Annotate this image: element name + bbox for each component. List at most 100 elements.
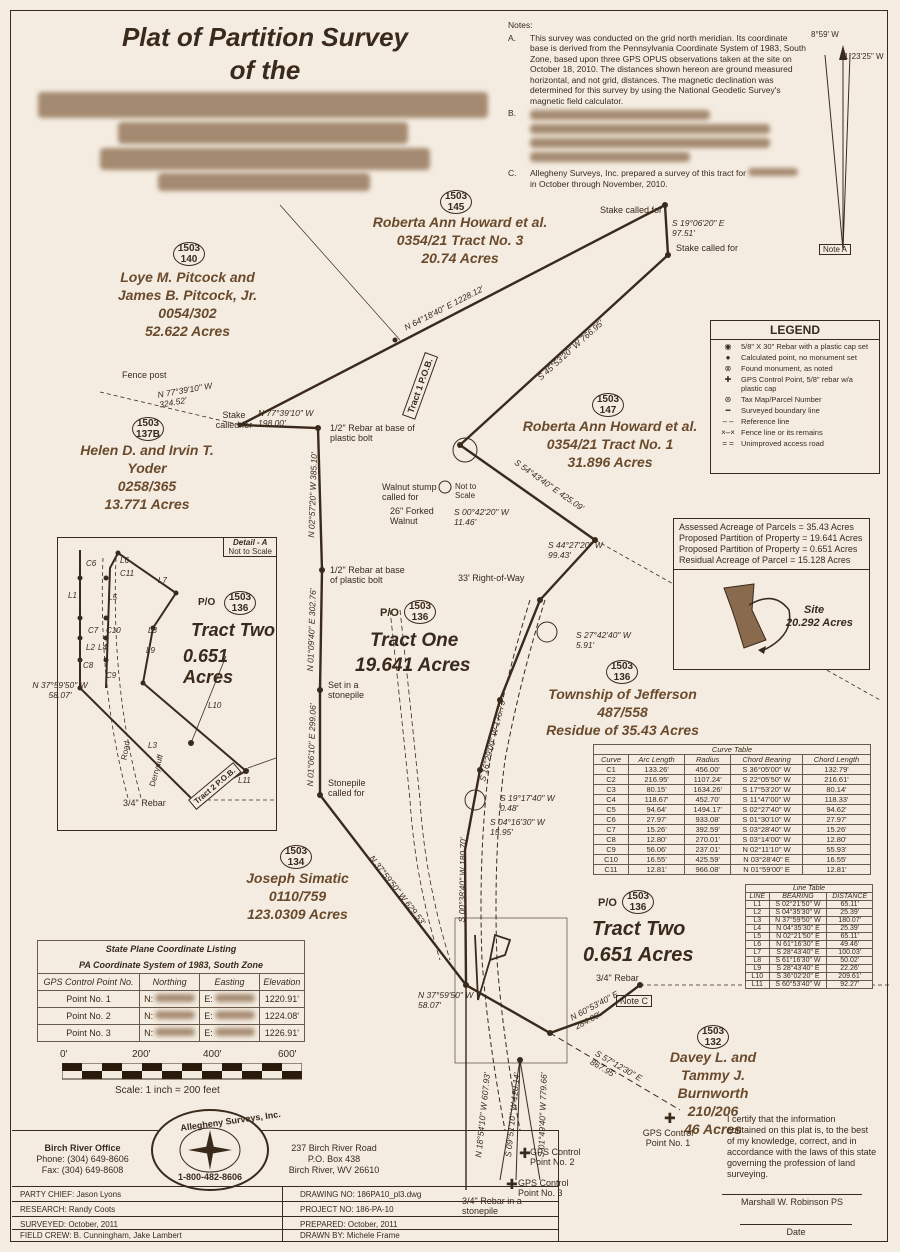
scale-bar-segment: [162, 1071, 182, 1079]
line-table-cell: L1: [745, 900, 770, 909]
curve-table-cell: S 17°53'20" W: [730, 784, 803, 795]
line-table-cell: L9: [745, 964, 770, 973]
spc-table-cell: E:: [199, 990, 260, 1008]
table-header-cell: GPS Control Point No.: [36, 973, 141, 991]
curve-table-cell: 94.64': [628, 804, 686, 815]
spc-table-cell: Point No. 1: [36, 990, 141, 1008]
table-header-cell: Chord Bearing: [730, 754, 803, 765]
scale-bar-segment: [262, 1063, 282, 1071]
line-table-cell: L10: [745, 972, 770, 981]
reference-line: [549, 1032, 681, 1111]
legend-item: = =Unimproved access road: [715, 439, 875, 448]
line-table-cell: L11: [745, 980, 770, 989]
line-table-cell: L5: [745, 932, 770, 941]
scale-bar-segment: [282, 1071, 302, 1079]
curve-table-cell: C1: [592, 764, 630, 775]
detail-reference-box: [454, 917, 568, 1064]
legend-item: ◉5/8" X 30" Rebar with a plastic cap set: [715, 342, 875, 351]
title-block-row: RESEARCH: Randy Coots PROJECT NO: 186-PA…: [12, 1201, 558, 1217]
title-block-divider: [282, 1186, 283, 1242]
legend-item: – –Reference line: [715, 417, 875, 426]
curve-table-cell: 216.61': [801, 774, 872, 785]
residual-acreage: Residual Acreage of Parcel = 15.128 Acre…: [679, 555, 851, 565]
curve-table-cell: 1634.26': [684, 784, 732, 795]
line-table-title: Line Table: [745, 884, 873, 893]
legend-symbol-icon: ◉: [724, 342, 732, 351]
legend-item-label: GPS Control Point, 5/8" rebar w/a plasti…: [741, 375, 853, 393]
legend-symbol-icon: ━: [725, 406, 731, 415]
spc-table-cell: 1220.91': [258, 990, 306, 1008]
line-table-cell: 92.27': [826, 980, 873, 989]
scale-bar: [62, 1063, 302, 1080]
date-line: Date: [740, 1224, 852, 1237]
surveyed: SURVEYED: October, 2011: [20, 1220, 118, 1229]
scale-bar-segment: [142, 1063, 162, 1071]
redacted-coordinate: [214, 994, 255, 1002]
curve-table-cell: S 02°27'40" W: [730, 804, 803, 815]
redacted-coordinate: [214, 1011, 255, 1019]
line-table-cell: N 37°59'50" W: [768, 916, 828, 925]
declination-label: 8°59' W: [811, 30, 839, 39]
note-c-text2: in October through November, 2010.: [530, 178, 668, 189]
curve-table-cell: 55.93': [801, 844, 872, 855]
line-table-cell: S 61°16'30" W: [768, 956, 828, 965]
curve-table-cell: 12.80': [801, 834, 872, 845]
stonepile-label: Set in a stonepile: [328, 680, 365, 700]
office-block: [12, 1130, 558, 1187]
company-seal: [151, 1109, 269, 1191]
spc-table-cell: E:: [199, 1007, 260, 1025]
curve-table-cell: 216.95': [628, 774, 686, 785]
detail-circle: [452, 437, 478, 463]
not-to-scale-label: Not to Scale: [455, 482, 477, 500]
spc-table-cell: N:: [139, 1024, 201, 1042]
scale-bar-segment: [102, 1063, 122, 1071]
spc-title: State Plane Coordinate Listing: [37, 940, 305, 957]
owner-howard-tract1: Roberta Ann Howard et al.0354/21 Tract N…: [522, 418, 698, 470]
note-c-label: C.: [508, 168, 517, 178]
prepared: PREPARED: October, 2011: [300, 1220, 398, 1229]
spc-table-cell: Point No. 2: [36, 1007, 141, 1025]
redacted-note-b: [530, 152, 690, 162]
curve-table-cell: C5: [592, 804, 630, 815]
svg-text:C6: C6: [86, 559, 97, 568]
curve-table-cell: 94.62': [801, 804, 872, 815]
redacted-title-line: [38, 92, 488, 118]
scale-caption: Scale: 1 inch = 200 feet: [115, 1085, 220, 1096]
curve-table-cell: 80.15': [628, 784, 686, 795]
redacted-coordinate: [155, 1011, 196, 1019]
legend-symbol-icon: ×–×: [721, 428, 735, 437]
party-chief: PARTY CHIEF: Jason Lyons: [20, 1190, 122, 1199]
owner-howard-tract3: Roberta Ann Howard et al.0354/21 Tract N…: [372, 214, 548, 266]
table-header-cell: Curve: [592, 754, 630, 765]
legend-symbol-icon: ✚: [724, 375, 732, 384]
notes-block: Notes: A.This survey was conducted on th…: [508, 20, 808, 189]
curve-table-title: Curve Table: [593, 744, 871, 755]
gps1-label: GPS Control Point No. 1: [642, 1128, 694, 1148]
curve-table-cell: S 03°28'40" W: [730, 824, 803, 835]
access-road: [480, 599, 531, 1131]
north-arrow: [824, 45, 851, 251]
fence-line: [99, 391, 241, 426]
title-block-divider: [558, 1130, 559, 1242]
svg-text:C9: C9: [106, 671, 117, 680]
svg-text:L6: L6: [120, 556, 129, 565]
spc-table-cell: N:: [139, 1007, 201, 1025]
plat-sheet: [10, 10, 888, 1242]
table-header-cell: Arc Length: [628, 754, 686, 765]
spc-table-cell: N:: [139, 990, 201, 1008]
